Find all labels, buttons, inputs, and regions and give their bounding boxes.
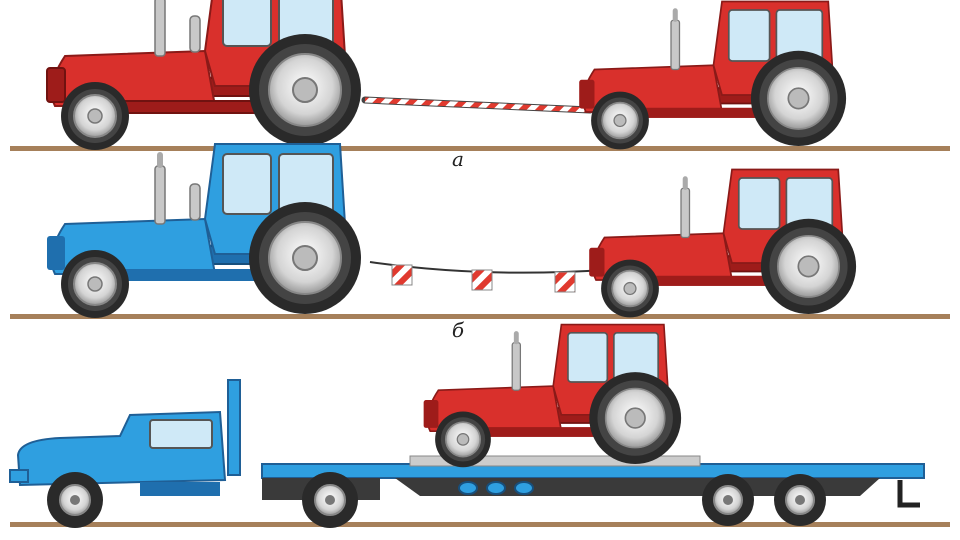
panel-b [10,143,950,319]
ground-line-c [10,522,950,527]
panel-caption-b: б [451,318,465,342]
ground-line-a [10,146,950,151]
red-tractor-a: .body{fill:#d9302c;stroke:#8a1a18;stroke… [579,0,847,151]
warning-flag-2 [471,269,493,291]
ground-line-b [10,314,950,319]
red-tractor-b [589,168,857,319]
warning-flag-3 [554,271,576,293]
blue-tractor-a: .body{fill:#2f9fe0;stroke:#1f5f96;stroke… [46,0,362,151]
blue-tractor-b [47,143,362,319]
rigid-tow-bar [361,96,594,114]
panel-caption-a: а [452,147,464,171]
blue-truck [9,379,380,528]
warning-flag-1 [391,264,413,286]
flatbed-trailer [261,455,925,526]
flexible-tow-cable [369,261,606,293]
panel-c [9,323,950,528]
panel-a: .body{fill:#2f9fe0;stroke:#1f5f96;stroke… [10,0,950,151]
red-tractor-c [423,323,682,469]
